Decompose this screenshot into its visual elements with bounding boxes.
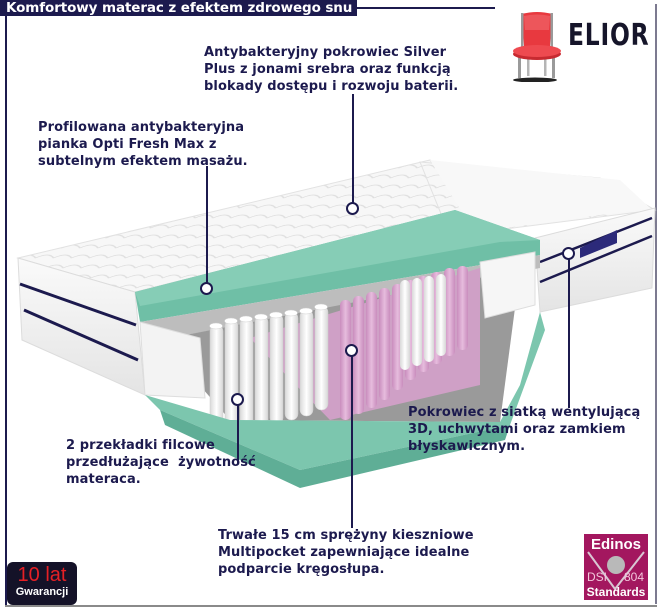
page-title: Komfortowy materac z efektem zdrowego sn… (0, 0, 358, 16)
warranty-label: Gwarancji (15, 586, 69, 598)
edinos-title: Edinos (590, 536, 641, 553)
callout-cover: Antybakteryjny pokrowiec Silver Plus z j… (204, 45, 459, 94)
edinos-badge: Edinos DSI 804 Standards (584, 534, 648, 600)
frame-left-line (5, 16, 7, 605)
edinos-number: 804 (623, 570, 644, 584)
leader-line-felt (237, 402, 239, 464)
warranty-years: 10 lat (17, 564, 67, 586)
callout-felt: 2 przekładki filcowe przedłużające żywot… (66, 438, 256, 487)
leader-line-foam (206, 166, 208, 284)
chair-icon (513, 12, 561, 82)
callout-dot-felt[interactable] (231, 393, 244, 406)
edinos-standards: Standards (586, 585, 646, 599)
callout-springs: Trwałe 15 cm sprężyny kieszniowe Multipo… (218, 528, 474, 577)
brand-name: ELIOR (568, 18, 650, 53)
leader-line-cover (352, 94, 354, 206)
callout-dot-foam[interactable] (200, 282, 213, 295)
warranty-badge: 10 lat Gwarancji (7, 562, 77, 605)
edinos-dsi: DSI (587, 570, 608, 584)
frame-top-line (352, 7, 495, 9)
callout-dot-springs[interactable] (345, 344, 358, 357)
frame-right-line (655, 4, 657, 604)
callout-mesh: Pokrowiec z siatką wentylującą 3D, uchwy… (408, 405, 641, 454)
callout-dot-cover[interactable] (346, 202, 359, 215)
leader-line-mesh (568, 256, 570, 408)
callout-foam: Profilowana antybakteryjna pianka Opti F… (38, 120, 248, 169)
brand-logo (500, 8, 650, 82)
callout-dot-mesh[interactable] (562, 247, 575, 260)
leader-line-springs (351, 352, 353, 528)
frame-bottom-line (5, 605, 657, 607)
edinos-v-icon (587, 551, 645, 591)
